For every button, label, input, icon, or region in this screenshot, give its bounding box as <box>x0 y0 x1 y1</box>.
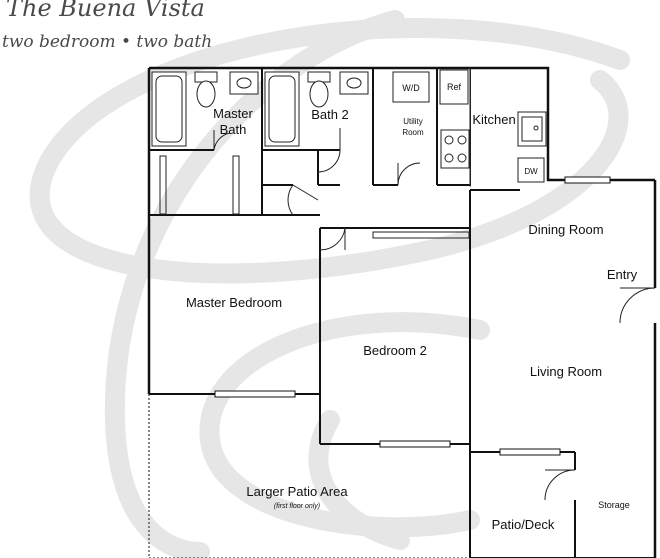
kitchen-label: Kitchen <box>472 112 515 127</box>
bedroom-2-label: Bedroom 2 <box>363 343 427 358</box>
patio-area-note: (first floor only) <box>274 503 320 510</box>
bath2-sink <box>339 71 369 95</box>
master-sink <box>229 71 259 95</box>
dining-room-label: Dining Room <box>528 222 603 237</box>
master-toilet <box>194 71 218 108</box>
plan-subtitle: two bedroom • two bath <box>2 32 213 52</box>
storage-label: Storage <box>598 500 630 510</box>
entry-label: Entry <box>607 267 638 282</box>
closet-doors <box>159 155 470 239</box>
living-room-label: Living Room <box>530 364 602 379</box>
utility-room-label-2: Room <box>402 128 424 137</box>
plan-title: The Buena Vista <box>6 0 205 22</box>
patio-area-label: Larger Patio Area <box>246 484 348 499</box>
bath2-toilet <box>307 71 331 108</box>
refrigerator-label: Ref <box>447 82 462 92</box>
stove <box>440 129 470 169</box>
kitchen-sink <box>517 111 547 147</box>
windows <box>214 176 611 456</box>
doors <box>213 128 656 501</box>
refrigerator: Ref <box>439 69 469 105</box>
master-bath-label-1: Master <box>213 106 253 121</box>
utility-room-label-1: Utility <box>403 117 423 126</box>
bath2-tub <box>264 71 300 147</box>
master-bedroom-label: Master Bedroom <box>186 295 282 310</box>
dishwasher-label: DW <box>524 167 538 176</box>
washer-dryer-label: W/D <box>402 83 420 93</box>
bath-2-label: Bath 2 <box>311 107 349 122</box>
patio-deck-label: Patio/Deck <box>492 517 555 532</box>
kitchen-counter-edge <box>469 67 471 187</box>
master-bath-label-2: Bath <box>220 122 247 137</box>
dishwasher: DW <box>517 157 545 183</box>
master-tub <box>151 71 187 147</box>
watermark-swirl <box>29 10 630 558</box>
washer-dryer: W/D <box>392 71 430 103</box>
